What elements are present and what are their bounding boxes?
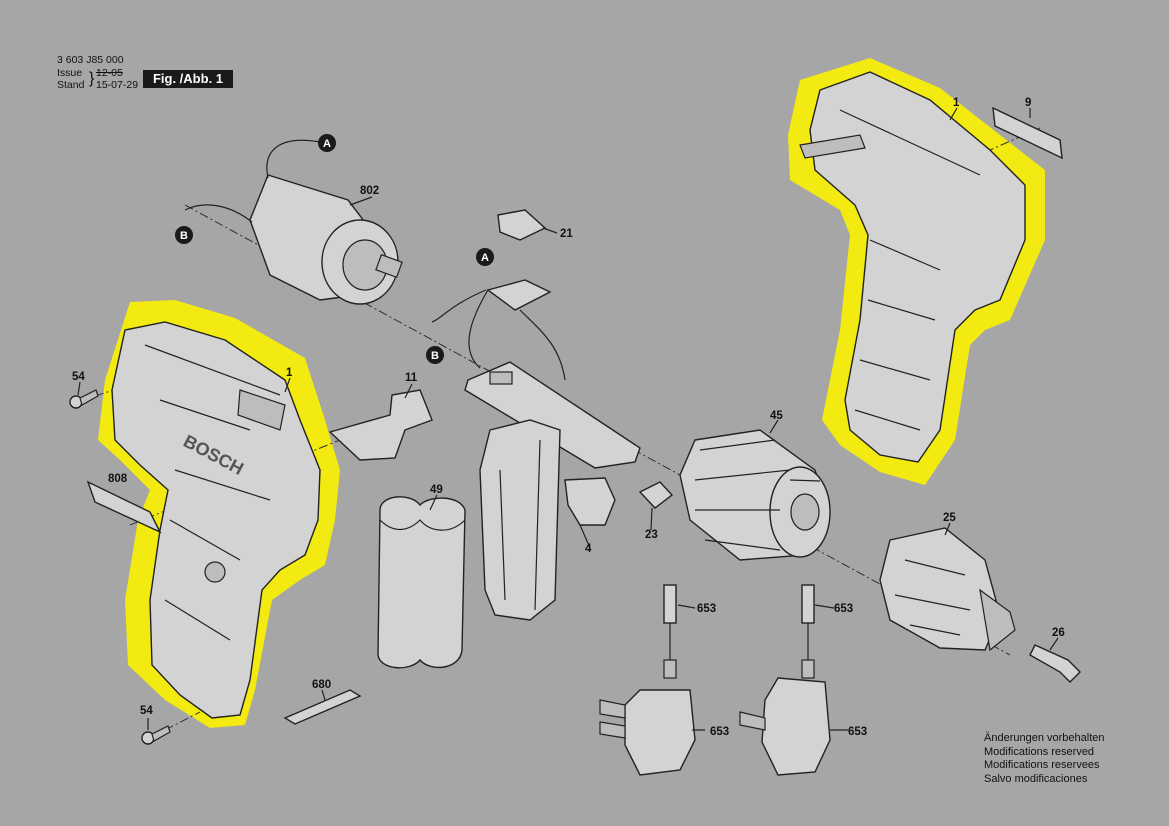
label-21: 21	[560, 228, 573, 240]
housing-left-part: BOSCH	[111, 321, 321, 719]
label-49: 49	[430, 484, 443, 496]
note-en: Modifications reserved	[984, 745, 1095, 758]
label-11: 11	[405, 372, 418, 384]
leader-lines	[77, 107, 1059, 731]
label-9: 9	[1025, 97, 1031, 109]
label-25: 25	[943, 512, 956, 524]
marker-a2: A	[476, 248, 494, 266]
switch-cap-part	[497, 209, 547, 241]
trigger-part	[479, 419, 616, 621]
battery-part	[377, 496, 466, 669]
label-4: 4	[585, 543, 592, 555]
label-802: 802	[360, 185, 379, 197]
lock-lever-part	[638, 481, 674, 509]
bit-part	[283, 689, 362, 725]
label-653-charger-2: 653	[848, 726, 867, 738]
document-number: 3 603 J85 000	[57, 54, 124, 66]
charger-cable-2-part	[801, 584, 815, 679]
figure-label: Fig. /Abb. 1	[143, 70, 233, 88]
stand-value: 15-07-29	[96, 79, 139, 91]
note-fr: Modifications reservees	[984, 759, 1100, 771]
label-653-cable-1: 653	[697, 603, 716, 615]
svg-text:A: A	[481, 252, 489, 264]
label-45: 45	[770, 410, 783, 422]
notes-block: Änderungen vorbehalten Modifications res…	[984, 732, 1104, 786]
housing-right-part	[799, 71, 1026, 463]
gearbox-part	[679, 429, 831, 561]
marker-b2: B	[426, 346, 444, 364]
label-54-top: 54	[72, 371, 85, 383]
label-808: 808	[108, 473, 128, 485]
screw-bottom-part	[141, 725, 171, 745]
switch-board-part	[431, 279, 641, 469]
screw-axis-line-bottom	[164, 711, 201, 731]
chuck-part	[879, 527, 1016, 652]
label-54-bottom: 54	[140, 705, 153, 717]
note-de: Änderungen vorbehalten	[984, 732, 1105, 744]
label-653-charger-1: 653	[710, 726, 729, 738]
charger-cable-1-part	[663, 584, 677, 679]
label-housing-left: 1	[286, 367, 293, 379]
chuck-screw-part	[1029, 644, 1081, 683]
nameplate-part	[992, 106, 1063, 160]
label-part	[86, 480, 162, 534]
label-680: 680	[312, 679, 331, 691]
note-es: Salvo modificaciones	[984, 772, 1088, 785]
stand-label: Stand	[57, 79, 85, 91]
charger-2-part	[739, 677, 831, 776]
screw-top-part	[69, 389, 99, 409]
direction-slider-part	[328, 389, 433, 461]
marker-b1: B	[175, 226, 193, 244]
label-23: 23	[645, 529, 658, 541]
svg-text:B: B	[180, 230, 188, 242]
label-26: 26	[1052, 627, 1065, 639]
charger-1-part	[599, 689, 696, 776]
motor-part	[184, 139, 403, 305]
svg-text:A: A	[323, 138, 331, 150]
header-brace: }	[89, 70, 95, 87]
svg-text:B: B	[431, 350, 439, 362]
label-653-cable-2: 653	[834, 603, 853, 615]
issue-value: 12-05	[96, 67, 123, 79]
label-housing-right: 1	[953, 97, 960, 109]
marker-a1: A	[318, 134, 336, 152]
issue-label: Issue	[57, 67, 83, 79]
